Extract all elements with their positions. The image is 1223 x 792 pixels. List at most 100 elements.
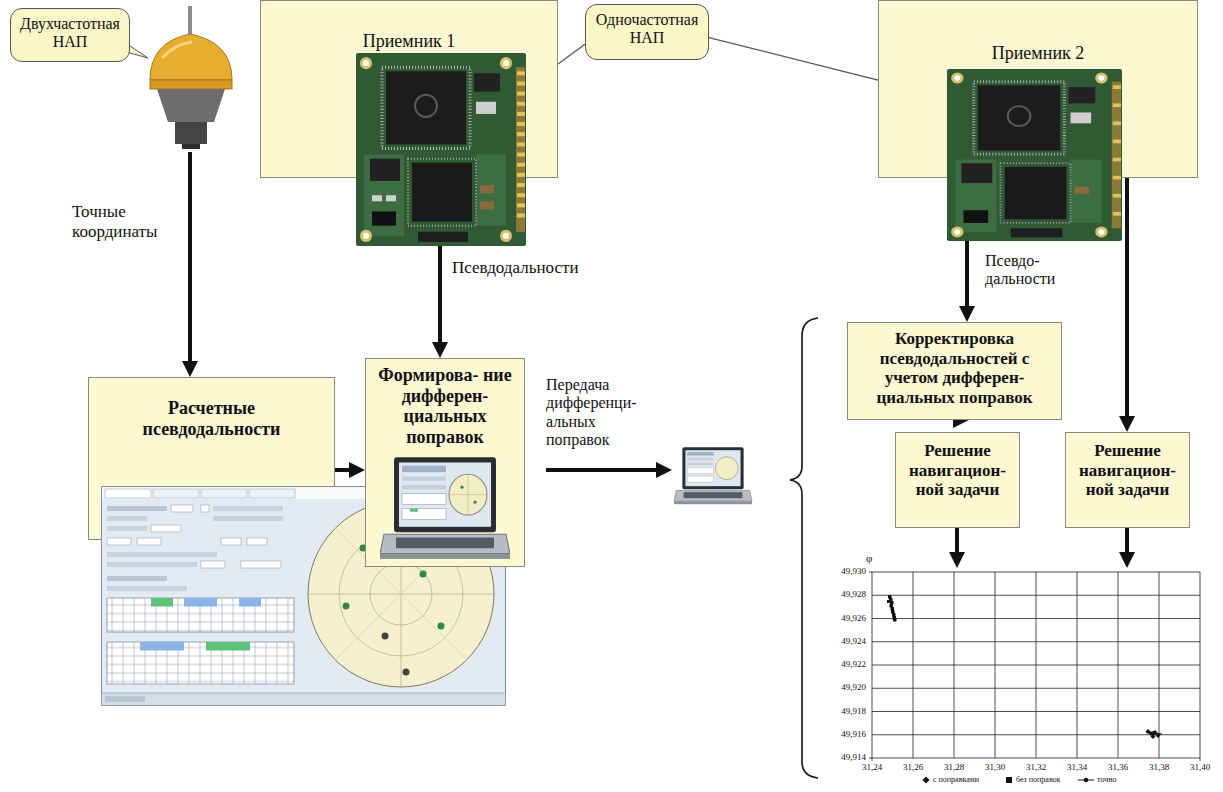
receiver-box: Приемник 1 <box>260 0 558 178</box>
laptop-illustration <box>380 455 510 560</box>
chart-point-exact <box>1152 731 1156 735</box>
legend-marker <box>1005 776 1013 784</box>
receiver-board <box>1008 106 1031 126</box>
receiver-board <box>372 211 396 225</box>
receiver-board <box>372 195 382 201</box>
chart-grid <box>869 758 872 759</box>
receiver-board <box>500 230 512 242</box>
chart-grid <box>872 618 1200 619</box>
receiver-board <box>474 73 500 91</box>
receiver-board <box>1113 176 1121 180</box>
software-screenshot <box>102 693 506 706</box>
result-arrow <box>955 528 959 556</box>
chart-points-uncorrected <box>891 607 895 611</box>
axis-tick-label: 31,34 <box>1057 762 1097 772</box>
group-brace <box>790 318 818 778</box>
process-box: Формирова- ние дифферен- циальных поправ… <box>365 358 525 567</box>
laptop-illustration <box>394 457 496 532</box>
software-screenshot <box>213 516 283 521</box>
axis-tick-label: 49,922 <box>818 659 866 669</box>
node-text: Решение навигацион- ной задачи <box>1073 441 1182 500</box>
receiver-board <box>1068 87 1095 103</box>
chart-grid <box>869 572 1200 761</box>
receiver-board <box>954 229 960 234</box>
laptop-illustration <box>473 500 476 503</box>
node-text: Формирова- ние дифферен- циальных поправ… <box>373 365 517 448</box>
receiver-board <box>947 69 1122 241</box>
chart-grid <box>869 572 872 573</box>
software-screenshot <box>343 603 350 610</box>
software-screenshot <box>201 489 247 498</box>
software-screenshot <box>249 489 295 498</box>
receiver-board <box>517 81 525 85</box>
axis-tick-label: 49,918 <box>818 706 866 716</box>
flow-label: Точные координаты <box>72 202 172 241</box>
software-screenshot <box>107 506 167 511</box>
antenna-illustration <box>162 42 192 58</box>
receiver-board <box>951 227 963 238</box>
node-text: Двухчастотная НАП <box>17 15 123 52</box>
axis-tick-label: 49,924 <box>818 636 866 646</box>
flow-arrow <box>546 468 660 472</box>
receiver-board <box>364 155 404 236</box>
software-screenshot <box>153 489 199 498</box>
laptop-illustration <box>685 450 740 486</box>
software-screenshot <box>206 642 250 651</box>
laptop-illustration <box>674 501 752 504</box>
receiver-board <box>386 195 396 201</box>
receiver-board <box>1113 194 1121 198</box>
legend-text: с поправками <box>933 776 979 784</box>
software-screenshot <box>151 525 181 532</box>
antenna-illustration <box>150 6 232 149</box>
axis-tick-label: 31,28 <box>934 762 974 772</box>
flow-arrow <box>1125 178 1129 420</box>
antenna-illustration <box>175 122 207 144</box>
receiver-board <box>480 201 494 209</box>
laptop-illustration <box>380 553 510 558</box>
receiver-board <box>1071 112 1092 123</box>
receiver-board <box>978 85 1060 150</box>
software-screenshot <box>420 571 427 578</box>
flow-arrow <box>188 152 192 365</box>
software-screenshot <box>151 598 173 607</box>
axis-tick-label: 31,30 <box>975 762 1015 772</box>
laptop-illustration <box>402 485 446 489</box>
chart-points-uncorrected <box>891 610 895 614</box>
receiver-board <box>1011 228 1062 237</box>
legend-item: точно <box>1078 776 1117 784</box>
receiver-board <box>517 203 525 207</box>
legend-marker <box>1006 777 1012 783</box>
chart-grid <box>872 595 1200 596</box>
antenna-illustration <box>157 89 225 122</box>
receiver-board <box>517 183 525 187</box>
flow-label: Псевдо- дальности <box>985 252 1071 289</box>
chart-point-exact <box>1146 731 1162 735</box>
laptop-illustration <box>687 476 713 482</box>
flow-label: Передача дифференци- альных поправок <box>546 376 652 450</box>
callout-pointer <box>558 44 585 64</box>
process-box: Решение навигацион- ной задачи <box>895 432 1020 528</box>
software-screenshot <box>107 538 131 545</box>
axis-tick-label: 49,920 <box>818 682 866 692</box>
software-screenshot <box>105 489 151 498</box>
receiver-board <box>963 210 988 223</box>
receiver-board <box>476 155 506 226</box>
receiver-board <box>955 160 996 232</box>
receiver-board <box>961 163 992 183</box>
software-screenshot <box>403 669 410 676</box>
receiver-board <box>370 159 400 181</box>
chart-grid <box>872 665 1200 666</box>
antenna-illustration <box>150 80 232 89</box>
laptop-illustration <box>687 468 713 474</box>
chart-grid <box>872 572 1200 758</box>
axis-title: φ <box>866 552 882 565</box>
axis-tick-label: 49,930 <box>818 566 866 576</box>
axis-tick-label: 31,24 <box>852 762 892 772</box>
receiver-board <box>476 102 496 114</box>
chart-grid <box>872 711 1200 712</box>
receiver-board <box>363 233 369 239</box>
laptop-illustration <box>687 458 713 460</box>
flow-arrow <box>546 470 660 471</box>
process-box: Расчетные псевдодальности <box>88 377 335 540</box>
